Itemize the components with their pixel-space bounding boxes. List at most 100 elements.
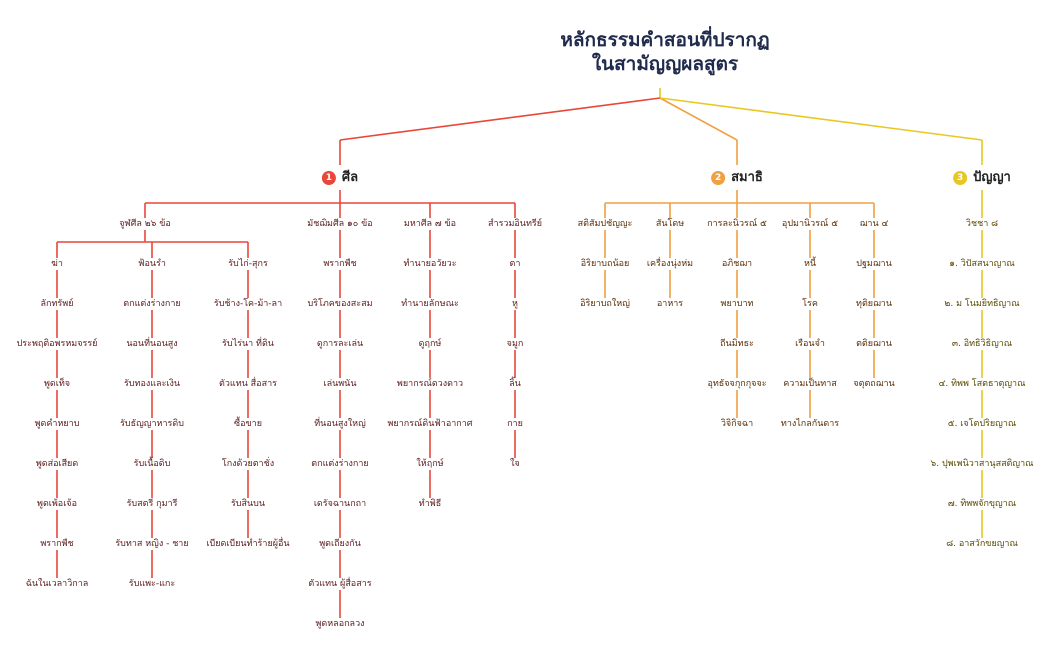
list-item: นอนที่นอนสูง bbox=[124, 338, 180, 350]
group-sati-sampajanna: สติสัมปชัญญะ bbox=[575, 218, 635, 230]
list-item: โรค bbox=[800, 298, 820, 310]
branch-samadhi-label: สมาธิ bbox=[731, 170, 763, 185]
list-item: ทุติยฌาน bbox=[854, 298, 894, 310]
list-item: เล่นพนัน bbox=[321, 378, 359, 390]
list-item: ๑. วิปัสสนาญาณ bbox=[947, 258, 1017, 270]
group-vijja: วิชชา ๘ bbox=[963, 218, 1001, 230]
column-head: ฆ่า bbox=[49, 258, 65, 270]
list-item: วิจิกิจฉา bbox=[718, 418, 756, 430]
group-indriya-samvara: สำรวมอินทรีย์ bbox=[486, 218, 544, 230]
list-item: รับแพะ-แกะ bbox=[126, 578, 178, 590]
list-item: เรือนจำ bbox=[793, 338, 827, 350]
list-item: หู bbox=[510, 298, 520, 310]
list-item: หนี้ bbox=[801, 258, 819, 270]
list-item: ความเป็นทาส bbox=[781, 378, 839, 390]
list-item: ๔. ทิพพ โสตธาตุญาณ bbox=[936, 378, 1028, 390]
list-item: ให้ฤกษ์ bbox=[414, 458, 446, 470]
list-item: ถีนมิทธะ bbox=[718, 338, 756, 350]
connector-to-sila bbox=[339, 97, 661, 141]
branch-sila: 1 ศีล bbox=[318, 170, 362, 186]
list-item: กาย bbox=[505, 418, 525, 430]
group-abandon-hindrances: การละนิวรณ์ ๕ bbox=[705, 218, 769, 230]
list-item: บริโภคของสะสม bbox=[305, 298, 375, 310]
list-item: รับสตรี กุมารี bbox=[124, 498, 180, 510]
group-santosa: สันโดษ bbox=[653, 218, 687, 230]
list-item: อิริยาบถน้อย bbox=[578, 258, 632, 270]
list-item: ๒. ม โนมยิทธิญาณ bbox=[942, 298, 1022, 310]
group-cula-sila: จูฬศีล ๒๖ ข้อ bbox=[117, 218, 173, 230]
group-jhana: ฌาน ๔ bbox=[857, 218, 891, 230]
list-item: พรากพืช bbox=[38, 538, 76, 550]
column-head: รับไก่-สุกร bbox=[226, 258, 270, 270]
list-item: อิริยาบถใหญ่ bbox=[578, 298, 632, 310]
list-item: ๖. ปุพเพนิวาสานุสสติญาณ bbox=[928, 458, 1036, 470]
list-item: ลักทรัพย์ bbox=[38, 298, 76, 310]
list-item: อุทธัจจกุกกุจจะ bbox=[705, 378, 769, 390]
list-item: รับทองและเงิน bbox=[121, 378, 183, 390]
list-item: ปฐมฌาน bbox=[854, 258, 894, 270]
list-item: พูดเพ้อเจ้อ bbox=[35, 498, 79, 510]
list-item: พูดส่อเสียด bbox=[33, 458, 81, 470]
list-item: เครื่องนุ่งห่ม bbox=[644, 258, 696, 270]
number-badge-3: 3 bbox=[953, 171, 968, 185]
number-badge-1: 1 bbox=[321, 171, 336, 185]
branch-panya-label: ปัญญา bbox=[973, 170, 1011, 185]
title-line-2: ในสามัญญผลสูตร bbox=[591, 53, 739, 75]
branch-sila-label: ศีล bbox=[341, 170, 359, 185]
list-item: พยากรณ์ดินฟ้าอากาศ bbox=[385, 418, 475, 430]
list-item: ฉันในเวลาวิกาล bbox=[23, 578, 91, 590]
list-item: ทางไกลกันดาร bbox=[778, 418, 842, 430]
list-item: ๘. อาสวักขยญาณ bbox=[944, 538, 1020, 550]
list-item: ทำพิธี bbox=[416, 498, 444, 510]
list-item: รับทาส หญิง - ชาย bbox=[113, 538, 191, 550]
list-item: ๗. ทิพพจักขุญาณ bbox=[945, 498, 1019, 510]
branch-samadhi: 2 สมาธิ bbox=[708, 170, 766, 186]
list-item: ๕. เจโตปริยญาณ bbox=[945, 418, 1019, 430]
list-item: ทำนายอวัยวะ bbox=[401, 258, 459, 270]
list-item: เดรัจฉานกถา bbox=[311, 498, 369, 510]
list-item: อาหาร bbox=[654, 298, 686, 310]
list-item: พูดเท็จ bbox=[41, 378, 73, 390]
list-item: รับช้าง-โค-ม้า-ลา bbox=[211, 298, 285, 310]
connector-to-panya bbox=[659, 97, 983, 141]
group-maha-sila: มหาศีล ๗ ข้อ bbox=[401, 218, 459, 230]
list-item: ซื้อขาย bbox=[232, 418, 264, 430]
diagram-title: หลักธรรมคำสอนที่ปรากฏ ในสามัญญผลสูตร bbox=[560, 28, 769, 76]
list-item: รับเนื้อดิบ bbox=[131, 458, 173, 470]
list-item: ตัวแทน ผู้สื่อสาร bbox=[306, 578, 374, 590]
group-hindrance-similes: อุปมานิวรณ์ ๕ bbox=[779, 218, 841, 230]
number-badge-2: 2 bbox=[711, 171, 726, 185]
list-item: ลิ้น bbox=[507, 378, 523, 390]
list-item: ดูการละเล่น bbox=[314, 338, 366, 350]
list-item: รับธัญญาหารดิบ bbox=[118, 418, 186, 430]
list-item: พรากพืช bbox=[321, 258, 359, 270]
list-item: พูดเถียงกัน bbox=[317, 538, 363, 550]
list-item: โกงด้วยตาชั่ง bbox=[219, 458, 277, 470]
list-item: รับไร่นา ที่ดิน bbox=[220, 338, 276, 350]
list-item: พยาบาท bbox=[718, 298, 756, 310]
list-item: ใจ bbox=[508, 458, 522, 470]
list-item: ตติยฌาน bbox=[854, 338, 894, 350]
list-item: จมูก bbox=[504, 338, 526, 350]
list-item: พูดหลอกลวง bbox=[313, 618, 367, 630]
list-item: ตกแต่งร่างกาย bbox=[309, 458, 371, 470]
list-item: ๓. อิทธิวิธิญาณ bbox=[949, 338, 1015, 350]
branch-panya: 3 ปัญญา bbox=[950, 170, 1014, 186]
list-item: พูดคำหยาบ bbox=[32, 418, 82, 430]
list-item: พยากรณ์ดวงดาว bbox=[394, 378, 466, 390]
list-item: ตกแต่งร่างกาย bbox=[121, 298, 183, 310]
list-item: ตา bbox=[507, 258, 523, 270]
list-item: ที่นอนสูงใหญ่ bbox=[312, 418, 368, 430]
column-head: ฟ้อนรำ bbox=[136, 258, 168, 270]
list-item: ประพฤติอพรหมจรรย์ bbox=[14, 338, 100, 350]
list-item: ทำนายลักษณะ bbox=[399, 298, 461, 310]
list-item: รับสินบน bbox=[228, 498, 268, 510]
group-majjhima-sila: มัชฌิมศีล ๑๐ ข้อ bbox=[305, 218, 375, 230]
list-item: ตัวแทน สื่อสาร bbox=[217, 378, 279, 390]
title-line-1: หลักธรรมคำสอนที่ปรากฏ bbox=[560, 29, 770, 51]
list-item: จตุตถฌาน bbox=[851, 378, 897, 390]
list-item: เบียดเบียนทำร้ายผู้อื่น bbox=[204, 538, 292, 550]
list-item: อภิชฌา bbox=[719, 258, 755, 270]
connector-to-samadhi bbox=[659, 97, 738, 141]
